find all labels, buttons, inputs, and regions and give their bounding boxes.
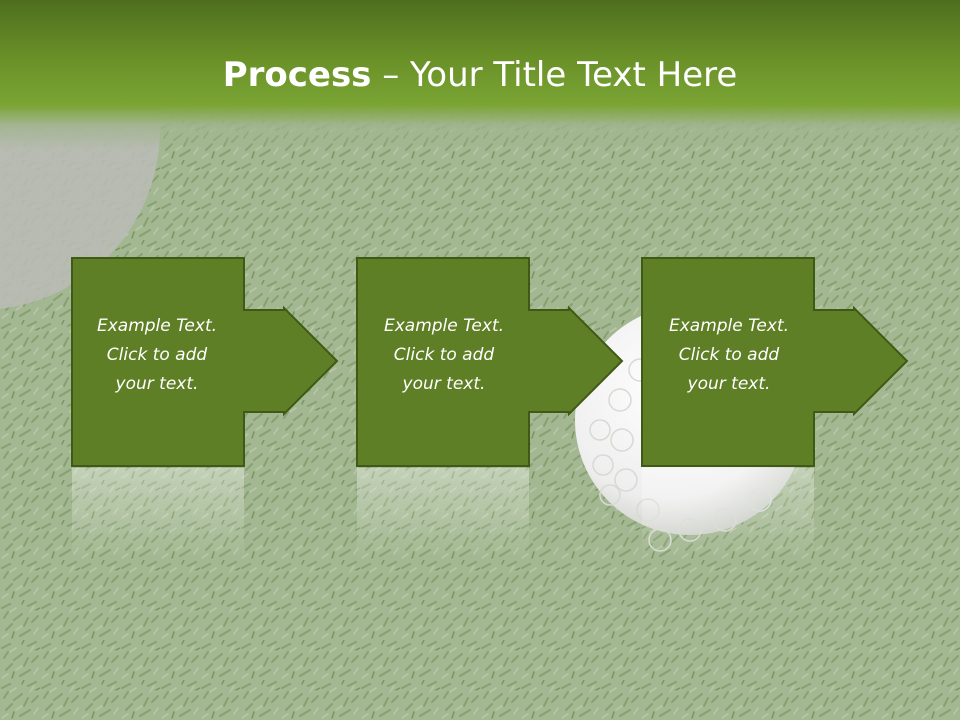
title-rest: – Your Title Text Here: [371, 55, 738, 95]
slide-title[interactable]: Process – Your Title Text Here: [0, 50, 960, 100]
step-3-reflection: [642, 468, 814, 558]
step-3-line3: your text.: [687, 374, 771, 394]
step-3-shape[interactable]: Example Text. Click to add your text.: [641, 257, 909, 467]
title-bold: Process: [222, 55, 372, 95]
step-2-line1: Example Text.: [384, 316, 504, 336]
step-3-line2: Click to add: [679, 345, 780, 365]
step-1-reflection: [72, 468, 244, 558]
title-bar: [0, 0, 960, 150]
step-3-line1: Example Text.: [669, 316, 789, 336]
step-2-line2: Click to add: [394, 345, 495, 365]
step-2-line3: your text.: [402, 374, 486, 394]
step-1-line1: Example Text.: [97, 316, 217, 336]
step-1-shape[interactable]: Example Text. Click to add your text.: [71, 257, 339, 467]
step-1-line2: Click to add: [107, 345, 208, 365]
step-2-shape[interactable]: Example Text. Click to add your text.: [356, 257, 624, 467]
step-2-reflection: [357, 468, 529, 558]
step-1-line3: your text.: [115, 374, 199, 394]
